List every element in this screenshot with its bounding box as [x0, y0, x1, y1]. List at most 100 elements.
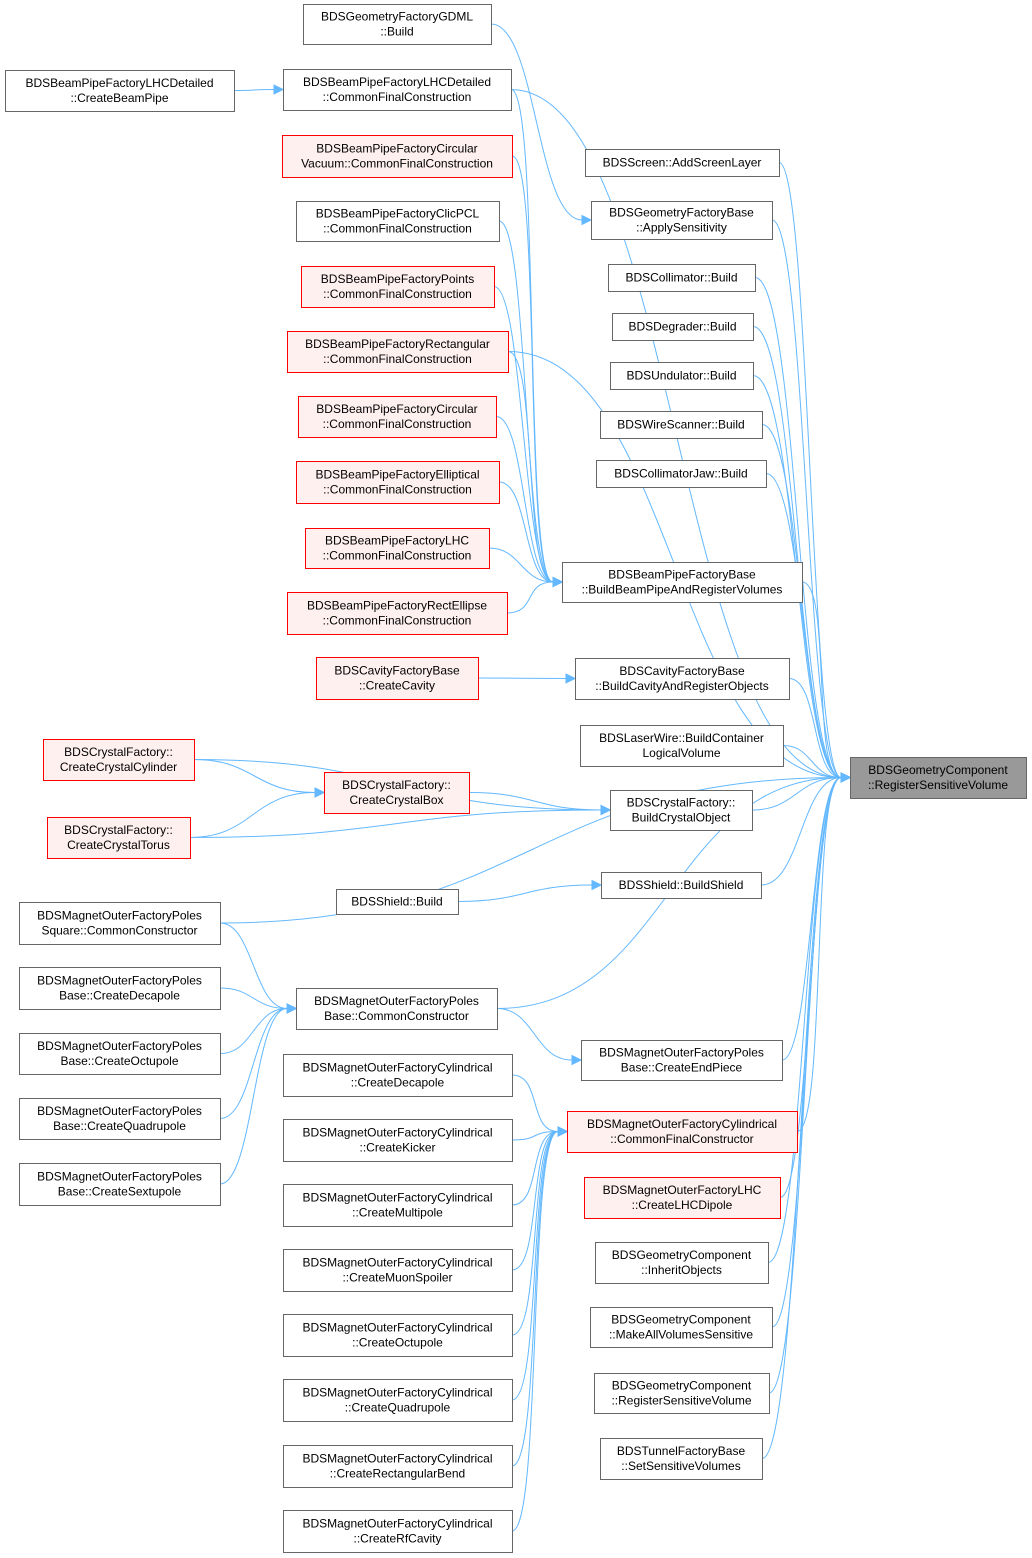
edge-line: [511, 1131, 559, 1532]
caller-node[interactable]: BDSBeamPipeFactoryBase::BuildBeamPipeAnd…: [562, 562, 803, 603]
caller-node[interactable]: BDSCavityFactoryBase::BuildCavityAndRegi…: [575, 658, 790, 700]
edge-line: [498, 220, 554, 583]
node-box: [608, 264, 756, 292]
node-box: [296, 461, 500, 504]
caller-node[interactable]: BDSTunnelFactoryBase::SetSensitiveVolume…: [600, 1438, 763, 1480]
node-label: BDSDegrader::Build: [628, 320, 736, 334]
node-label: ::CommonFinalConstructor: [610, 1132, 753, 1146]
edge-arrowhead: [286, 1003, 298, 1014]
edge-line: [193, 759, 316, 793]
caller-node[interactable]: BDSScreen::AddScreenLayer: [585, 149, 780, 177]
edge-line: [219, 1008, 288, 1119]
caller-node[interactable]: BDSCrystalFactory::CreateCrystalBox: [324, 772, 470, 814]
edge-line: [233, 89, 275, 91]
caller-node[interactable]: BDSBeamPipeFactoryClicPCL::CommonFinalCo…: [296, 201, 500, 242]
node-label: Vacuum::CommonFinalConstruction: [301, 157, 493, 171]
node-label: ::CommonFinalConstruction: [323, 417, 472, 431]
caller-node[interactable]: BDSWireScanner::Build: [600, 411, 763, 439]
caller-node[interactable]: BDSMagnetOuterFactoryCylindrical::Create…: [283, 1249, 513, 1292]
node-label: BDSCrystalFactory::: [64, 745, 173, 759]
call-edge: [457, 879, 603, 902]
caller-node[interactable]: BDSBeamPipeFactoryCircular::CommonFinalC…: [298, 396, 497, 438]
node-label: BDSShield::BuildShield: [619, 878, 744, 892]
node-label: BDSBeamPipeFactoryCircular: [316, 142, 477, 156]
node-box: [19, 1033, 221, 1075]
edge-arrowhead: [557, 1126, 569, 1137]
node-box: [590, 1307, 773, 1348]
caller-node[interactable]: BDSUndulator::Build: [610, 362, 754, 390]
caller-node[interactable]: BDSMagnetOuterFactoryPolesBase::CreateEn…: [581, 1040, 783, 1081]
caller-node[interactable]: BDSGeometryComponent::MakeAllVolumesSens…: [590, 1307, 773, 1348]
caller-node[interactable]: BDSMagnetOuterFactoryCylindrical::Create…: [283, 1054, 513, 1097]
caller-node[interactable]: BDSCrystalFactory::CreateCrystalCylinder: [43, 739, 195, 781]
caller-node[interactable]: BDSMagnetOuterFactoryCylindrical::Create…: [283, 1379, 513, 1422]
node-box: [600, 411, 763, 439]
node-box: [595, 1242, 769, 1284]
call-edge: [219, 1003, 298, 1185]
caller-node[interactable]: BDSDegrader::Build: [612, 313, 754, 341]
node-label: BDSScreen::AddScreenLayer: [603, 156, 762, 170]
edge-arrowhead: [571, 1054, 583, 1066]
caller-node[interactable]: BDSBeamPipeFactoryPoints::CommonFinalCon…: [301, 266, 495, 308]
caller-node[interactable]: BDSMagnetOuterFactoryPolesBase::CreateSe…: [19, 1163, 221, 1206]
node-label: ::BuildCavityAndRegisterObjects: [595, 679, 768, 693]
node-box: [296, 988, 498, 1030]
caller-node[interactable]: BDSCollimator::Build: [608, 264, 756, 292]
node-box: [596, 460, 767, 488]
edge-line: [219, 1008, 288, 1185]
caller-node[interactable]: BDSMagnetOuterFactoryCylindrical::Create…: [283, 1510, 513, 1553]
caller-node[interactable]: BDSMagnetOuterFactoryLHC::CreateLHCDipol…: [584, 1177, 781, 1219]
node-box: [287, 592, 508, 635]
caller-node[interactable]: BDSCrystalFactory::BuildCrystalObject: [610, 790, 753, 831]
caller-node[interactable]: BDSMagnetOuterFactoryCylindrical::Create…: [283, 1445, 513, 1488]
caller-node[interactable]: BDSMagnetOuterFactoryCylindrical::Common…: [567, 1111, 798, 1153]
caller-node[interactable]: BDSMagnetOuterFactoryCylindrical::Create…: [283, 1119, 513, 1162]
edge-line: [768, 777, 842, 1394]
caller-node[interactable]: BDSBeamPipeFactoryRectangular::CommonFin…: [287, 331, 509, 373]
caller-node[interactable]: BDSCollimatorJaw::Build: [596, 460, 767, 488]
caller-node[interactable]: BDSMagnetOuterFactoryCylindrical::Create…: [283, 1184, 513, 1227]
edge-line: [752, 326, 842, 778]
caller-node[interactable]: BDSBeamPipeFactoryCircularVacuum::Common…: [282, 135, 513, 178]
caller-node[interactable]: BDSShield::Build: [336, 889, 459, 915]
caller-node[interactable]: BDSMagnetOuterFactoryPolesBase::CreateQu…: [19, 1098, 221, 1140]
edge-line: [219, 987, 288, 1009]
node-label: BDSCrystalFactory::: [627, 796, 736, 810]
target-node[interactable]: BDSGeometryComponent::RegisterSensitiveV…: [850, 757, 1027, 799]
caller-node[interactable]: BDSBeamPipeFactoryLHCDetailed::CreateBea…: [5, 70, 235, 112]
node-box: [591, 201, 773, 240]
edge-line: [189, 809, 602, 838]
call-edge: [507, 351, 564, 588]
caller-node[interactable]: BDSCrystalFactory::CreateCrystalTorus: [47, 817, 191, 859]
edge-line: [778, 162, 842, 778]
caller-node[interactable]: BDSMagnetOuterFactoryPolesSquare::Common…: [19, 902, 221, 945]
nodes: BDSGeometryComponent::RegisterSensitiveV…: [5, 4, 1027, 1553]
node-label: ::CreateMuonSpoiler: [342, 1271, 452, 1285]
caller-node[interactable]: BDSGeometryFactoryBase::ApplySensitivity: [591, 201, 773, 240]
edges: [189, 23, 852, 1532]
caller-node[interactable]: BDSMagnetOuterFactoryPolesBase::CreateDe…: [19, 967, 221, 1010]
caller-node[interactable]: BDSBeamPipeFactoryLHCDetailed::CommonFin…: [283, 69, 512, 111]
caller-node[interactable]: BDSBeamPipeFactoryLHC::CommonFinalConstr…: [305, 528, 490, 569]
caller-node[interactable]: BDSGeometryComponent::RegisterSensitiveV…: [594, 1373, 770, 1414]
node-label: BDSMagnetOuterFactoryCylindrical: [302, 1061, 492, 1075]
node-box: [581, 1040, 783, 1081]
call-edge: [771, 772, 852, 1328]
edge-line: [511, 1074, 559, 1132]
caller-node[interactable]: BDSCavityFactoryBase::CreateCavity: [316, 657, 479, 700]
caller-node[interactable]: BDSShield::BuildShield: [601, 872, 762, 899]
node-label: ::CreateMultipole: [352, 1206, 443, 1220]
caller-node[interactable]: BDSMagnetOuterFactoryPolesBase::CreateOc…: [19, 1033, 221, 1075]
caller-node[interactable]: BDSMagnetOuterFactoryPolesBase::CommonCo…: [296, 988, 498, 1030]
caller-node[interactable]: BDSBeamPipeFactoryRectEllipse::CommonFin…: [287, 592, 508, 635]
node-label: ::CommonFinalConstruction: [323, 90, 472, 104]
node-box: [287, 331, 509, 373]
edge-line: [219, 1008, 288, 1054]
caller-node[interactable]: BDSGeometryFactoryGDML::Build: [303, 4, 492, 45]
call-edge: [189, 804, 612, 838]
caller-node[interactable]: BDSBeamPipeFactoryElliptical::CommonFina…: [296, 461, 500, 504]
node-label: BDSMagnetOuterFactoryPoles: [37, 1104, 202, 1118]
caller-node[interactable]: BDSLaserWire::BuildContainerLogicalVolum…: [580, 725, 784, 767]
caller-node[interactable]: BDSGeometryComponent::InheritObjects: [595, 1242, 769, 1284]
caller-node[interactable]: BDSMagnetOuterFactoryCylindrical::Create…: [283, 1314, 513, 1357]
